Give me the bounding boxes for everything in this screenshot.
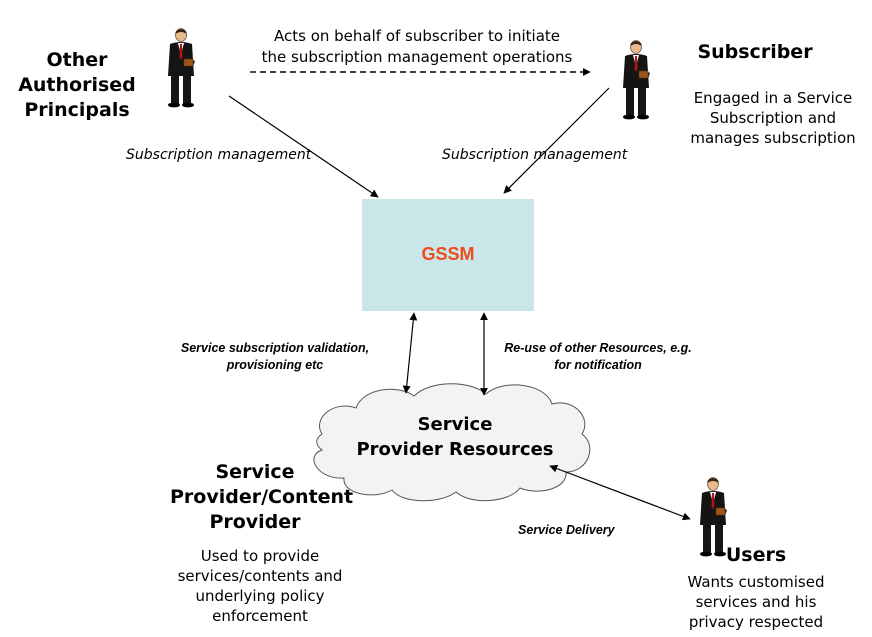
subscriber-person-icon <box>622 40 651 120</box>
service-delivery-label: Service Delivery <box>518 523 615 537</box>
provider-description: Used to provide services/contents and un… <box>177 547 343 625</box>
right-management-arrow <box>503 87 610 194</box>
other-principals-label: Other Authorised Principals <box>18 49 136 121</box>
gssm-box <box>362 199 534 311</box>
other-principals-person-icon <box>167 28 196 108</box>
reuse-label: Re-use of other Resources, e.g. for noti… <box>504 341 692 372</box>
service-delivery-arrow <box>549 464 691 521</box>
right-management-label: Subscription management <box>442 147 628 163</box>
service-provider-resources-label: Service Provider Resources <box>356 414 554 460</box>
users-label: Users <box>725 544 787 566</box>
subscriber-description: Engaged in a Service Subscription and ma… <box>690 89 856 147</box>
validation-arrow <box>402 312 418 394</box>
validation-label: Service subscription validation, provisi… <box>180 341 370 372</box>
gssm-label: GSSM <box>421 244 475 264</box>
users-description: Wants customised services and his privac… <box>687 573 825 631</box>
behalf-label: Acts on behalf of subscriber to initiate… <box>261 27 573 66</box>
provider-label: Service Provider/Content Provider <box>170 461 354 533</box>
subscriber-label: Subscriber <box>697 41 813 63</box>
left-management-arrow <box>228 95 379 198</box>
left-management-label: Subscription management <box>126 147 312 163</box>
